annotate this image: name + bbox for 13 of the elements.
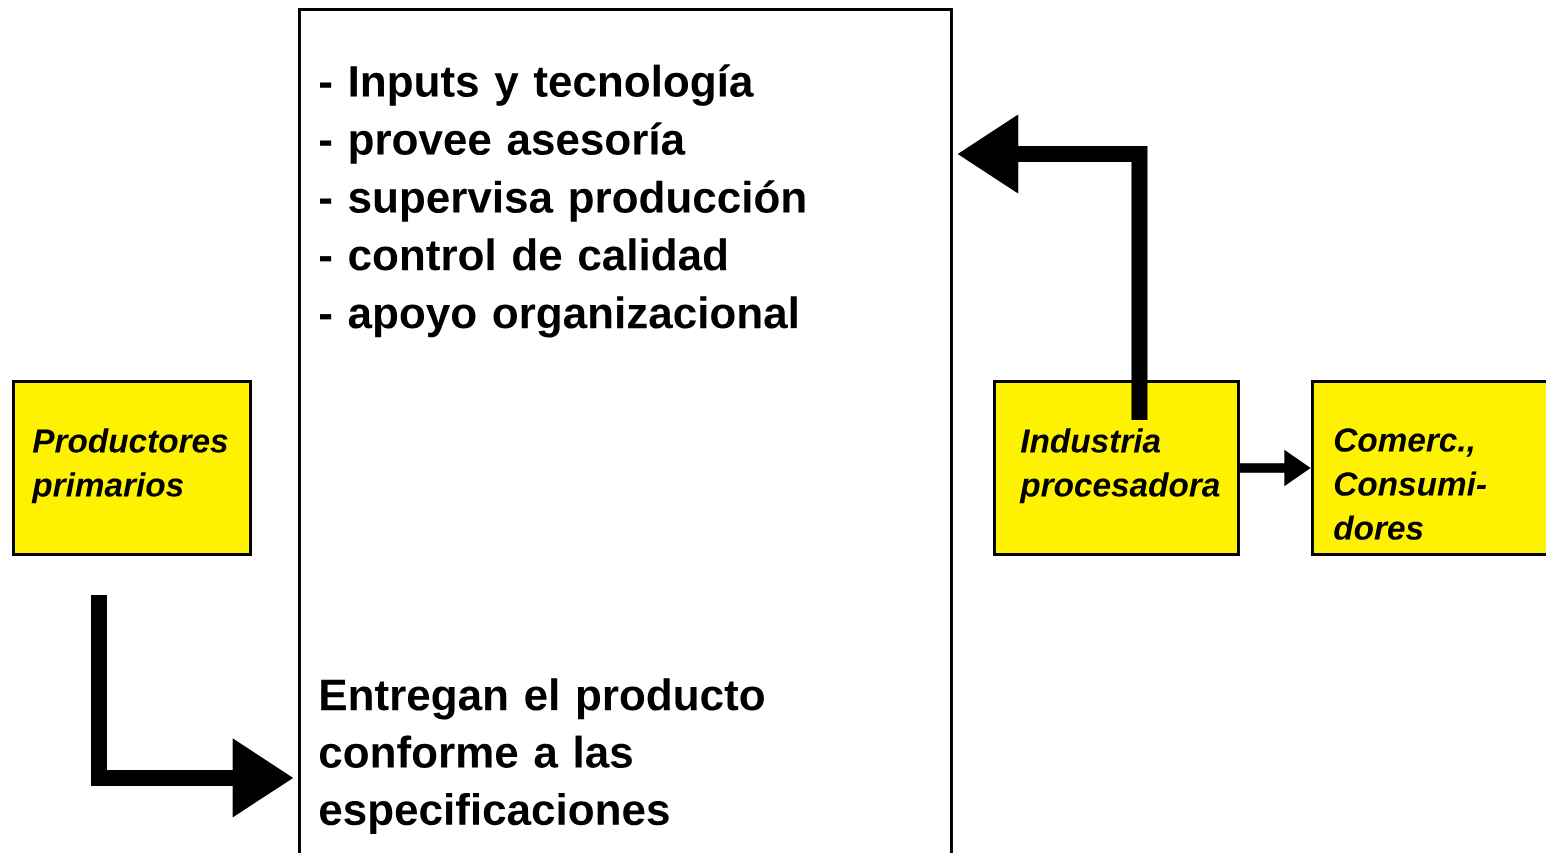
text-line: Entregan el producto conforme a las especificaciones [320, 678, 764, 834]
process-box [1311, 380, 1546, 556]
text-line: - Inputs y tecnología [320, 64, 754, 106]
box-label: Productores primarios [31, 428, 228, 504]
box-label: Industria procesadora [1019, 428, 1220, 504]
process-box [12, 380, 252, 556]
text-line: - provee asesoría [320, 122, 686, 164]
text-line: - apoyo organizacional [320, 296, 797, 338]
process-box [993, 380, 1240, 556]
text-line: - control de calidad [320, 238, 727, 271]
text-line: - supervisa producción [320, 180, 805, 222]
content-box [298, 8, 953, 853]
box-label: Comerc., Consumi- dores [1334, 428, 1486, 540]
